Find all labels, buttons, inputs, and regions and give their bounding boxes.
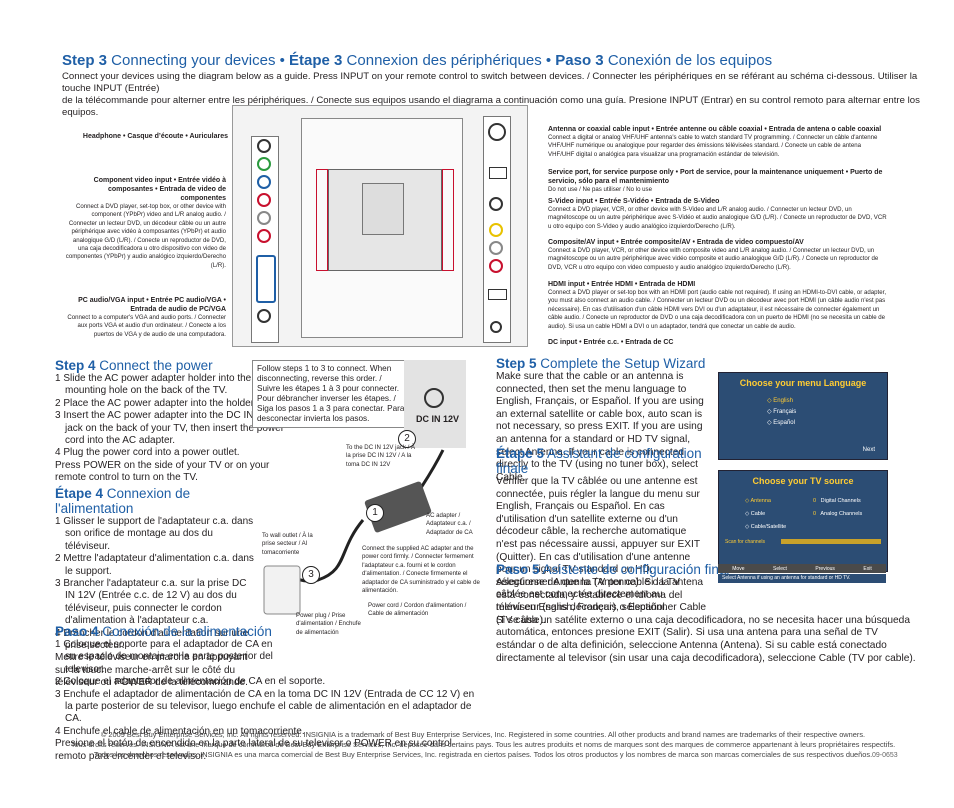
supplied-note: Connect the supplied AC adapter and the …	[362, 545, 480, 595]
step3-title: Step 3 Connecting your devices • Étape 3…	[62, 52, 773, 69]
service-label: Service port, for service purpose only •…	[548, 169, 883, 193]
nav-previous: Previous	[815, 565, 835, 572]
source-cable-satellite[interactable]: ◇ Cable/Satellite	[745, 524, 787, 530]
source-cable[interactable]: ◇ Cable	[745, 511, 766, 517]
intro-text: Connect your devices using the diagram b…	[62, 71, 920, 118]
dc-jack-icon	[424, 388, 444, 408]
step-marker-3: 3	[302, 566, 320, 584]
step5-en: Step 5 Complete the Setup Wizard Make su…	[496, 356, 708, 484]
headphone-jack	[257, 139, 271, 153]
dc-in-jack	[490, 321, 502, 333]
right-jack-strip	[483, 116, 511, 343]
tv-source-status: Select Antenna if using an antenna for s…	[718, 574, 886, 583]
ac-adapter-label: AC adapter / Adaptateur c.a. / Adaptador…	[426, 512, 473, 536]
source-antenna[interactable]: ◇ Antenna	[745, 498, 771, 504]
power-note: Follow steps 1 to 3 to connect. When dis…	[252, 360, 412, 428]
dc-input-label: DC input • Entrée c.c. • Entrada de CC	[548, 339, 674, 346]
nav-exit: Exit	[863, 565, 872, 572]
step4-fr: Étape 4 Connexion de l'alimentation 1 Gl…	[55, 486, 255, 690]
step5-en-heading: Step 5 Complete the Setup Wizard	[496, 356, 706, 371]
step5-fr-heading: Étape 5 Assistant de configuration final…	[496, 446, 702, 476]
doc-code: 09-0653	[872, 752, 898, 759]
tv-source-nav: Move Select Previous Exit	[718, 564, 886, 573]
step5-es: Paso 5 Asistente de configuración final …	[496, 562, 916, 664]
antenna-jack	[488, 123, 506, 141]
pr-jack	[257, 193, 271, 207]
ac-adapter-icon	[364, 481, 432, 533]
component-label: Component video input • Entrée vidéo à c…	[65, 177, 226, 269]
next-button[interactable]: Next	[862, 447, 875, 453]
analog-channels-count: 0 Analog Channels	[813, 511, 863, 517]
audio-l-jack	[257, 211, 271, 225]
tv-back-diagram	[232, 105, 528, 347]
audio-r-jack	[257, 229, 271, 243]
step4-es: Paso 4 Conexión de la alimentación 1 Col…	[55, 624, 475, 763]
menu-language-title: Choose your menu Language	[739, 378, 867, 388]
step4-en: Step 4 Connect the power 1 Slide the AC …	[55, 358, 285, 485]
scan-progress-bar	[781, 539, 881, 544]
power-plug-label: Power plug / Prise d'alimentation / Ench…	[296, 612, 361, 636]
step4-fr-heading: Étape 4 Connexion de l'alimentation	[55, 486, 191, 516]
y-jack	[257, 157, 271, 171]
digital-channels-count: 0 Digital Channels	[813, 498, 861, 504]
service-port	[489, 167, 507, 179]
pc-audio-jack	[257, 309, 271, 323]
left-jack-strip	[251, 136, 279, 343]
pb-jack	[257, 175, 271, 189]
step4-es-list: 1 Coloque el soporte para el adaptador d…	[55, 639, 475, 762]
lang-option-francais[interactable]: ◇ Français	[767, 409, 797, 415]
page-header: Step 3 Connecting your devices • Étape 3…	[62, 52, 922, 119]
scan-for-channels[interactable]: Scan for channels	[725, 539, 766, 545]
nav-select: Select	[773, 565, 787, 572]
antenna-label: Antenna or coaxial cable input • Entrée …	[548, 126, 882, 158]
hdmi-label: HDMI input • Entrée HDMI • Entrada de HD…	[548, 281, 887, 330]
lang-option-english[interactable]: ◇ English	[767, 398, 793, 404]
step-marker-2: 2	[398, 430, 416, 448]
wall-outlet-icon	[263, 565, 301, 615]
wall-outlet-label: To wall outlet / À la prise secteur / Al…	[262, 532, 313, 556]
hdmi-port	[488, 289, 507, 300]
svideo-jack	[489, 197, 503, 211]
svideo-label: S-Video input • Entrée S-Vidéo • Entrada…	[548, 198, 887, 230]
dc-jack-label: DC IN 12V	[416, 414, 460, 424]
step4-es-heading: Paso 4 Conexión de la alimentación	[55, 624, 272, 639]
menu-language-screen: Choose your menu Language ◇ English ◇ Fr…	[718, 372, 888, 460]
step5-fr: Étape 5 Assistant de configuration final…	[496, 446, 707, 626]
av-audio-l-jack	[489, 241, 503, 255]
pc-audio-vga-label: PC audio/VGA input • Entrée PC audio/VGA…	[67, 297, 226, 338]
nav-move: Move	[732, 565, 745, 572]
vga-port	[256, 255, 276, 303]
power-cord-label: Power cord / Cordon d'alimentation / Cab…	[368, 602, 467, 618]
headphone-label: Headphone • Casque d’écoute • Auriculare…	[82, 133, 228, 140]
av-audio-r-jack	[489, 259, 503, 273]
lang-option-espanol[interactable]: ◇ Español	[767, 420, 795, 426]
tv-source-screen: Choose your TV source ◇ Antenna ◇ Cable …	[718, 470, 888, 572]
step4-fr-list: 1 Glisser le support de l'adaptateur c.a…	[55, 516, 254, 689]
composite-label: Composite/AV input • Entrée composite/AV…	[548, 239, 879, 271]
to-dc-label: To the DC IN 12V jack / À la prise DC IN…	[346, 444, 416, 468]
footer-legal: © 2009 Best Buy Enterprise Services, Inc…	[70, 730, 896, 759]
step4-en-list: 1 Slide the AC power adapter holder into…	[55, 373, 285, 484]
step4-en-heading: Step 4 Connect the power	[55, 358, 213, 373]
video-jack	[489, 223, 503, 237]
step5-es-heading: Paso 5 Asistente de configuración final	[496, 562, 730, 577]
step-marker-1: 1	[366, 504, 384, 522]
tv-source-title: Choose your TV source	[752, 476, 854, 486]
tv-body	[301, 118, 463, 338]
